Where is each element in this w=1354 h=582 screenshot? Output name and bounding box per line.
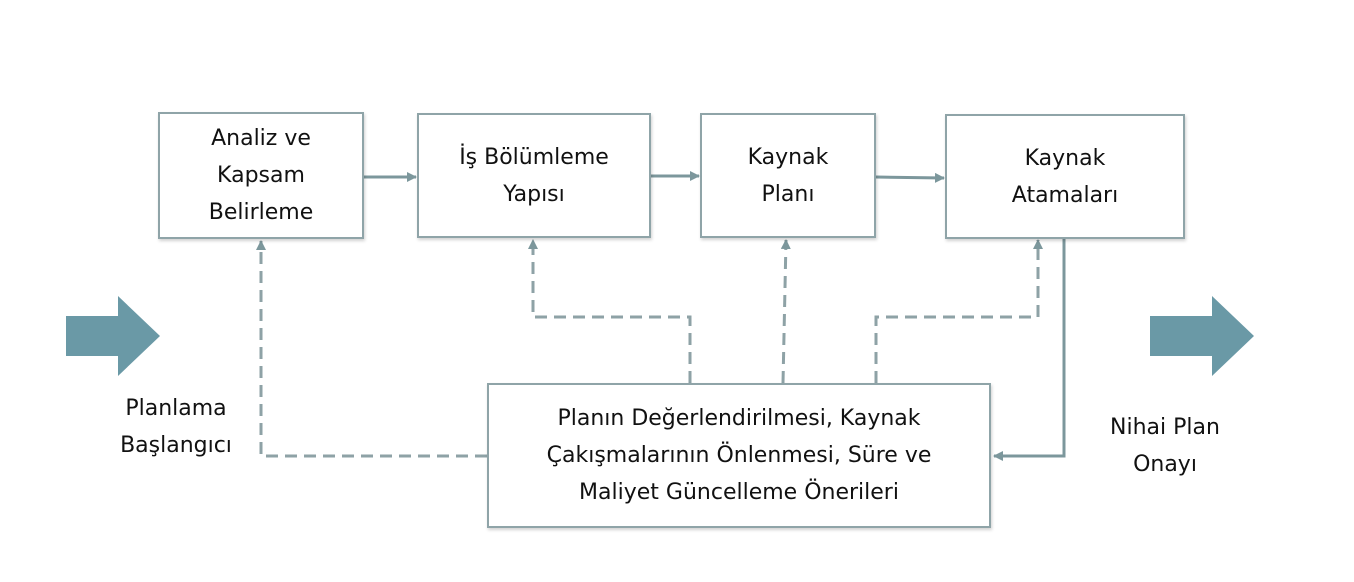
step-resource-assignments: Kaynak Atamaları <box>945 114 1185 239</box>
step-work-breakdown: İş Bölümleme Yapısı <box>417 113 651 238</box>
step-resource-plan-label: Kaynak Planı <box>747 144 829 207</box>
step-resource-plan: Kaynak Planı <box>700 113 876 238</box>
connector-step4-review <box>993 239 1066 461</box>
step-resource-assignments-label: Kaynak Atamaları <box>1011 145 1119 208</box>
step-work-breakdown-label: İş Bölümleme Yapısı <box>459 144 609 207</box>
connector-step3-step4 <box>875 172 945 183</box>
start-label: Planlama Başlangıcı <box>120 396 232 458</box>
step-analysis-scope-label: Analiz ve Kapsam Belirleme <box>208 126 314 225</box>
end-arrow-icon <box>1150 296 1254 376</box>
feedback-to-step3 <box>780 239 791 384</box>
start-arrow-icon <box>66 296 160 376</box>
feedback-to-step2 <box>528 239 692 383</box>
step-analysis-scope: Analiz ve Kapsam Belirleme <box>158 112 364 239</box>
end-label: Nihai Plan Onayı <box>1110 415 1220 477</box>
feedback-to-step1 <box>256 240 487 458</box>
feedback-to-step4 <box>874 239 1043 383</box>
review-box-label: Planın Değerlendirilmesi, Kaynak Çakışma… <box>546 406 932 505</box>
review-box: Planın Değerlendirilmesi, Kaynak Çakışma… <box>487 383 991 528</box>
